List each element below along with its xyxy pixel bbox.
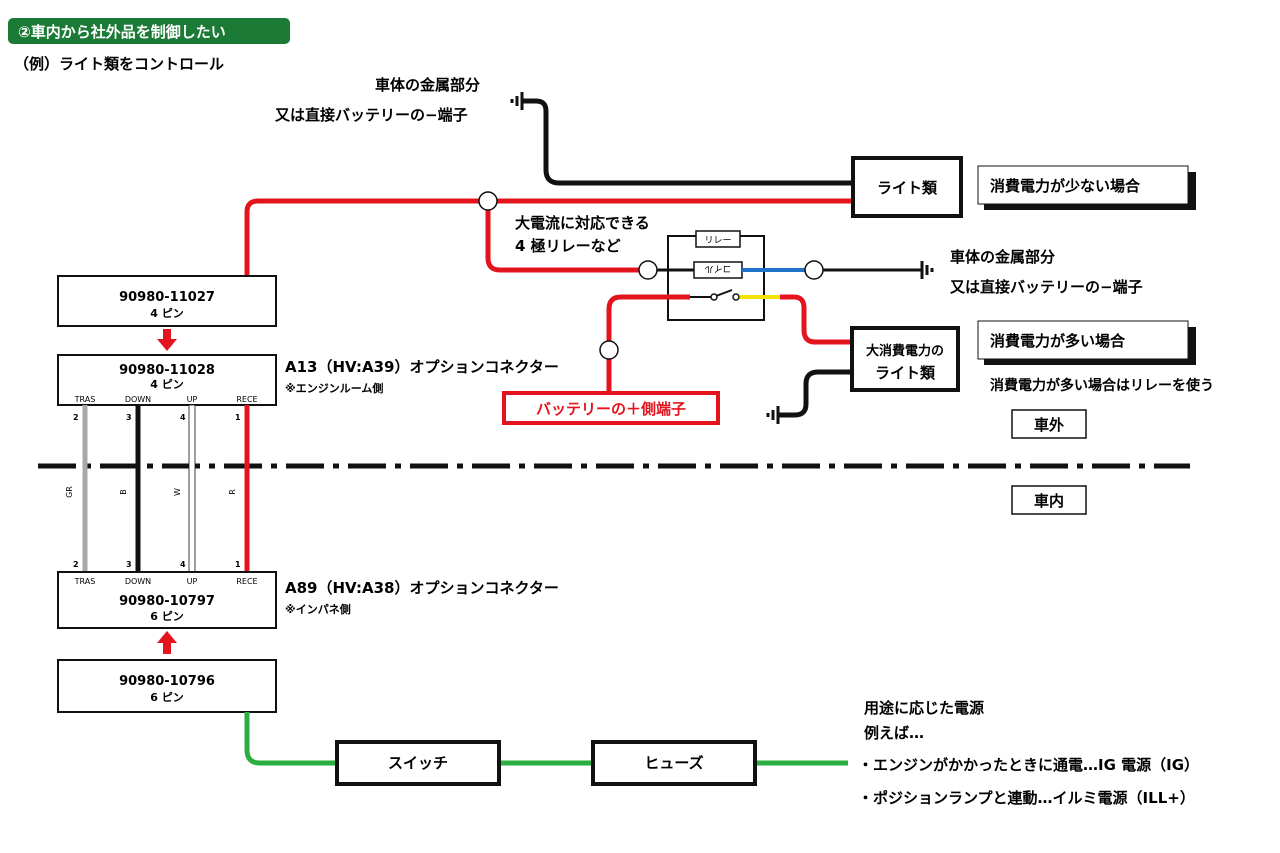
arrow-down (157, 329, 177, 351)
conn-10797-pin-tras: TRAS (74, 577, 96, 586)
pin-num-bottom-down: 3 (126, 560, 132, 569)
light-large-label-1: 大消費電力の (866, 343, 944, 359)
power-item-2: ・ポジションランプと連動…イルミ電源（ILL+） (858, 789, 1195, 807)
relay-desc-2: 4 極リレーなど (515, 237, 621, 255)
conn-10797-part: 90980-10797 (119, 594, 215, 609)
wire-color-w: W (173, 488, 182, 496)
ground-symbol-bottom (766, 406, 780, 424)
conn-11028-pin-down: DOWN (125, 395, 151, 404)
conn-10797-title: A89（HV:A38）オプションコネクター (285, 579, 559, 597)
battery-label: バッテリーの＋側端子 (536, 400, 686, 418)
power-line-2: 例えば… (864, 724, 924, 742)
pin-num-top-down: 3 (126, 413, 132, 422)
fuse-box (591, 740, 757, 786)
relay-coil-label: コイル (704, 263, 731, 273)
conn-10797-pin-rece: RECE (236, 577, 257, 586)
note-large-label: 消費電力が多い場合 (990, 332, 1126, 350)
relay-desc-1: 大電流に対応できる (515, 214, 650, 232)
fuse-label: ヒューズ (644, 754, 703, 772)
conn-10797-note: ※インパネ側 (285, 602, 351, 616)
header-subtitle: （例）ライト類をコントロール (14, 55, 224, 73)
zone-inside-box (1011, 485, 1087, 515)
wire-w (188, 404, 196, 573)
switch-box (335, 740, 501, 786)
ground-wire-large-light (778, 369, 852, 418)
pin-num-top-tras: 2 (73, 413, 79, 422)
power-item-1: ・エンジンがかかったときに通電…IG 電源（IG） (858, 756, 1199, 774)
conn-11028-pins: 4 ピン (150, 378, 183, 391)
pin-num-bottom-up: 4 (180, 560, 186, 569)
relay-label-box (695, 230, 741, 248)
ground-wire-top (522, 98, 853, 186)
note-large-caption: 消費電力が多い場合はリレーを使う (990, 377, 1214, 394)
conn-10797-pin-up: UP (187, 577, 198, 586)
pin-num-top-rece: 1 (235, 413, 241, 422)
conn-11028-pin-up: UP (187, 395, 198, 404)
light-large-label-2: ライト類 (875, 364, 936, 382)
conn-11028-part: 90980-11028 (119, 363, 215, 378)
conn-11028-title: A13（HV:A39）オプションコネクター (285, 358, 559, 376)
red-wire-main (244, 198, 853, 276)
relay-ground-junction (804, 260, 824, 280)
conn-11027-pins: 4 ピン (150, 307, 183, 320)
conn-10797-pin-down: DOWN (125, 577, 151, 586)
wire-color-b: B (119, 489, 128, 495)
note-small-label: 消費電力が少ない場合 (990, 177, 1141, 195)
relay-label: リレー (704, 236, 731, 246)
conn-10797-pins: 6 ピン (150, 610, 183, 623)
pin-num-bottom-tras: 2 (73, 560, 79, 569)
pin-num-top-up: 4 (180, 413, 186, 422)
light-large-box (850, 326, 960, 392)
light-small-box (851, 156, 963, 218)
conn-11028-box (57, 354, 277, 406)
ground-top-label-1: 車体の金属部分 (375, 76, 480, 94)
conn-11027-part: 90980-11027 (119, 290, 215, 305)
light-small-label: ライト類 (877, 179, 938, 197)
conn-10796-box (57, 659, 277, 713)
conn-11027-box (57, 275, 277, 327)
wire-color-r: R (228, 489, 237, 495)
battery-box (502, 391, 720, 425)
conn-10796-pins: 6 ピン (150, 691, 183, 704)
note-large-box (977, 320, 1189, 360)
header-badge (8, 18, 290, 44)
ground-top-label-2: 又は直接バッテリーの−端子 (275, 106, 468, 124)
relay-contact-a (710, 293, 718, 301)
red-wire-relay-branch (485, 201, 652, 273)
conn-10797-box (57, 571, 277, 629)
junction-battery (599, 340, 619, 360)
ground-right-label-1: 車体の金属部分 (950, 248, 1055, 266)
relay-input-junction (638, 260, 658, 280)
conn-11028-pin-rece: RECE (236, 395, 257, 404)
switch-label: スイッチ (388, 754, 448, 772)
red-wire-large-light (780, 294, 852, 345)
conn-10796-part: 90980-10796 (119, 674, 215, 689)
zone-outside-box (1011, 409, 1087, 439)
pin-num-bottom-rece: 1 (235, 560, 241, 569)
note-small-box (977, 165, 1189, 205)
junction-top (478, 191, 498, 211)
wire-color-gr: GR (65, 486, 74, 498)
power-line-1: 用途に応じた電源 (864, 699, 984, 717)
ground-symbol-top (510, 92, 524, 110)
ground-symbol-right (920, 261, 934, 279)
relay-contact-b (732, 293, 740, 301)
relay-contact-arm (715, 289, 733, 297)
zone-outside-label: 車外 (1034, 416, 1064, 434)
conn-11028-pin-tras: TRAS (74, 395, 96, 404)
ground-right-label-2: 又は直接バッテリーの−端子 (950, 278, 1143, 296)
red-wire-battery (606, 294, 690, 398)
zone-inside-label: 車内 (1034, 492, 1064, 510)
green-wire-a (244, 712, 337, 766)
conn-11028-note: ※エンジンルーム側 (285, 381, 383, 395)
header-title: ②車内から社外品を制御したい (18, 23, 226, 41)
arrow-up (157, 631, 177, 654)
